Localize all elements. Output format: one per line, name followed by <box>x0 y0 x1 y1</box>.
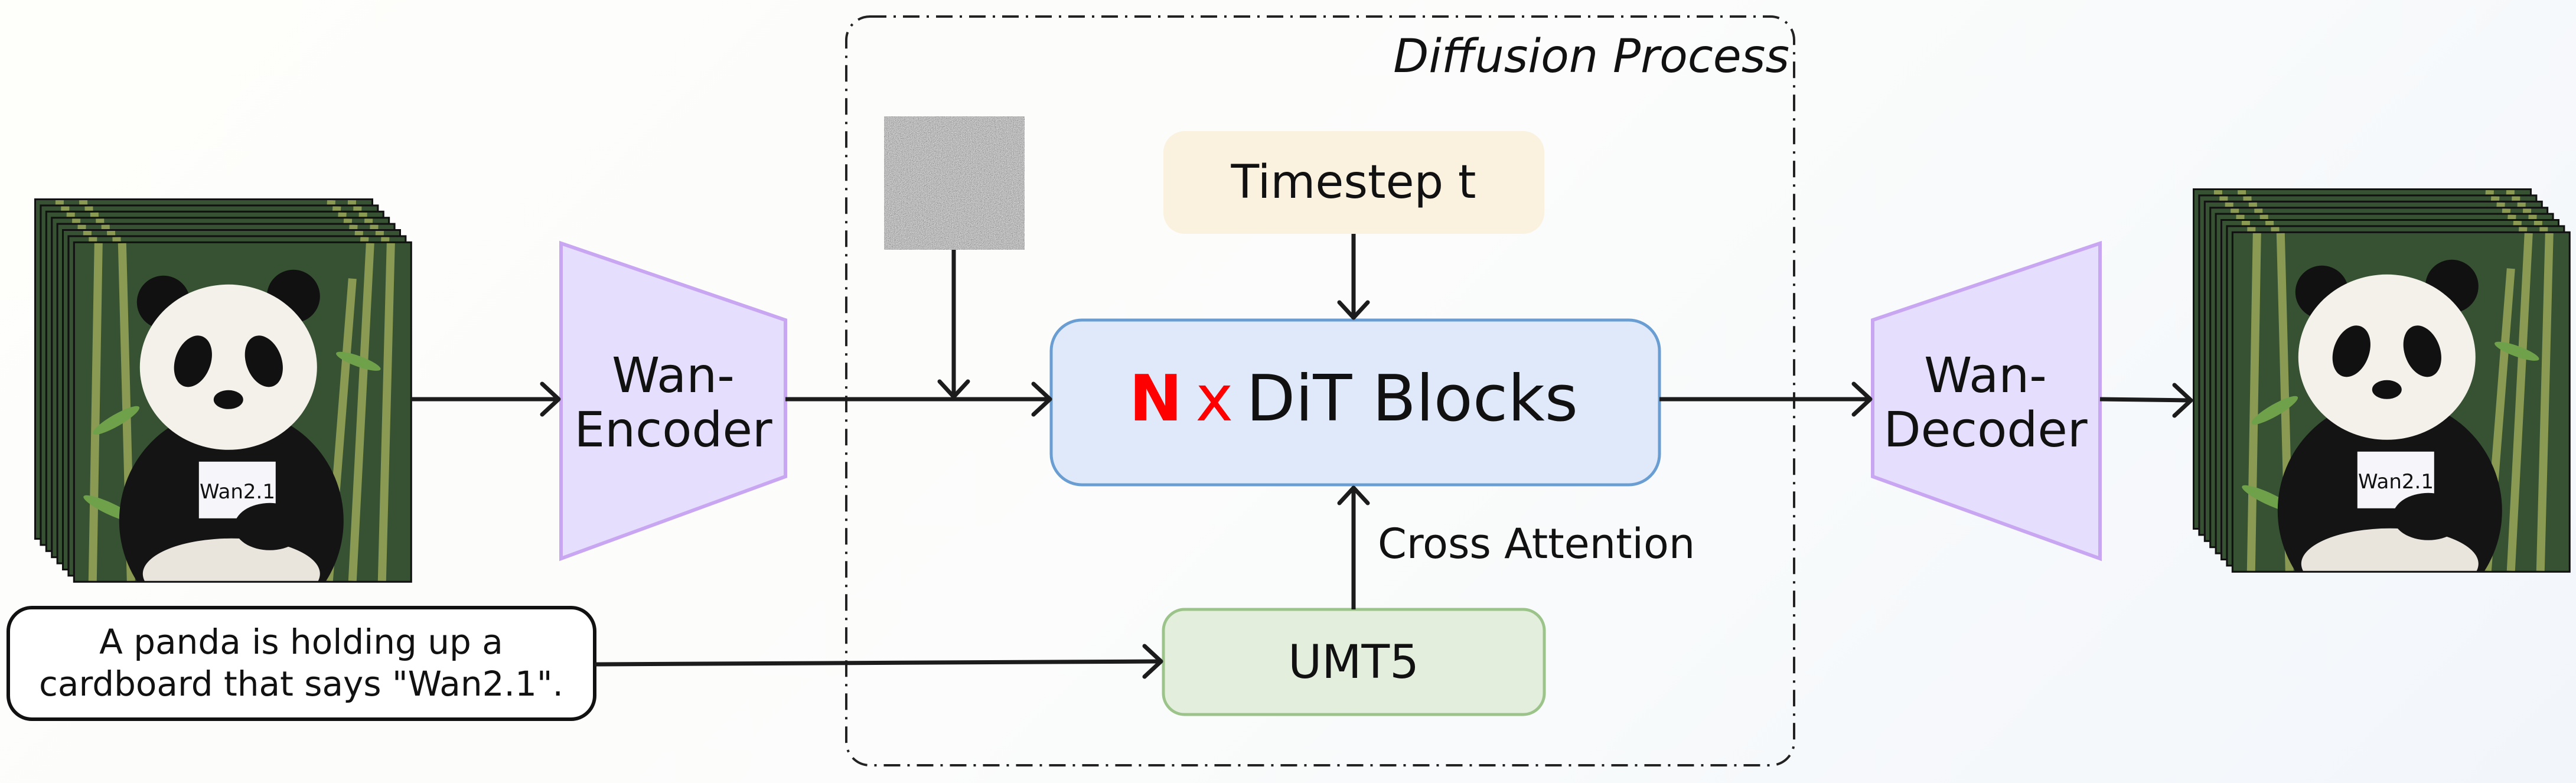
input-video-frames <box>34 198 412 633</box>
video-frame <box>75 243 410 633</box>
wan-decoder: Wan- Decoder <box>1871 240 2102 562</box>
arrows <box>411 234 2193 679</box>
encoder-label-1: Wan- <box>612 348 735 404</box>
cross-attention-label: Cross Attention <box>1378 520 1695 568</box>
diffusion-process-container <box>845 15 1795 766</box>
output-sign-text: Wan2.1 <box>2358 470 2434 494</box>
decoder-label-2: Decoder <box>1883 402 2087 458</box>
decoder-label-1: Wan- <box>1924 348 2047 404</box>
noise-latent-image <box>884 116 1025 250</box>
encoder-label-2: Encoder <box>574 402 772 458</box>
prompt-line-1: A panda is holding up a <box>99 622 503 662</box>
output-video-frames <box>2193 188 2571 623</box>
wan-encoder: Wan- Encoder <box>559 240 787 562</box>
diffusion-process-title: Diffusion Process <box>1393 30 1789 83</box>
video-frame <box>2233 233 2569 623</box>
input-sign-text: Wan2.1 <box>200 480 275 504</box>
dit-label: DiT Blocks <box>1246 362 1578 436</box>
dit-times: x <box>1195 362 1233 436</box>
dit-multiplier: N <box>1129 362 1182 436</box>
prompt-line-2: cardboard that says "Wan2.1". <box>39 664 563 704</box>
timestep-label: Timestep t <box>1231 156 1476 209</box>
umt5-label: UMT5 <box>1288 636 1419 689</box>
umt5-box: UMT5 <box>1162 608 1546 716</box>
text-prompt-box: A panda is holding up a cardboard that s… <box>6 606 596 721</box>
timestep-box: Timestep t <box>1163 131 1544 234</box>
